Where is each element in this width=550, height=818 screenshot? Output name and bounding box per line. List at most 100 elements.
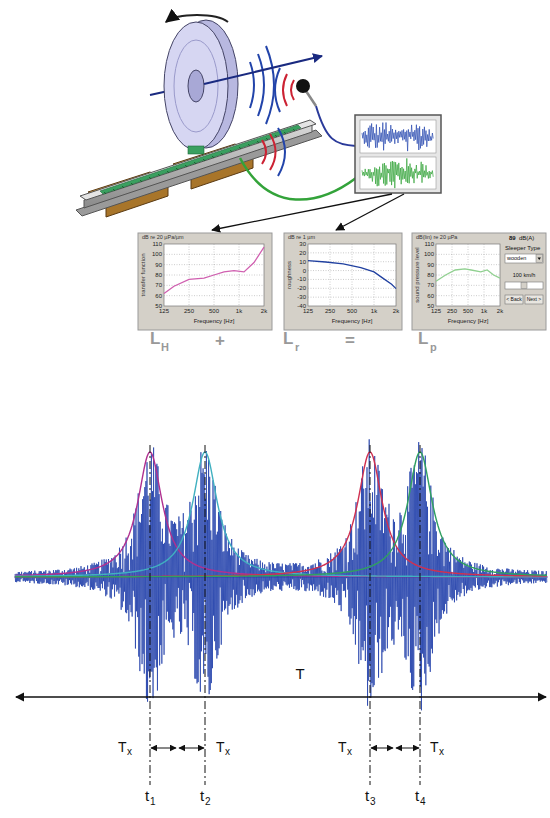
tick-label: 10 [299, 259, 306, 265]
tick-label: 70 [155, 282, 162, 288]
screen-waveforms [362, 123, 433, 189]
equation-term: H [161, 342, 169, 353]
grid-line [308, 252, 396, 253]
sensor-tick [131, 183, 133, 185]
sensor-tick [176, 168, 178, 170]
grid-line [484, 244, 485, 306]
tick-label: 500 [463, 308, 473, 314]
button [505, 295, 523, 304]
chart-panel: dB re 1 µm3020100-10-20-30-40roughness12… [284, 233, 402, 330]
dropdown-arrow [538, 258, 542, 261]
tick-label: 1k [371, 308, 377, 314]
tick-label: 125 [431, 308, 441, 314]
grid-line [189, 244, 190, 306]
control-label: Sleeper Type [505, 245, 540, 251]
dropdown-button [536, 255, 543, 263]
slider [505, 282, 543, 289]
axis-title: Frequency [Hz] [448, 318, 489, 324]
time-label: t [415, 788, 419, 803]
time-label: 1 [150, 797, 156, 807]
grid-line [468, 244, 469, 306]
grid-line [452, 244, 453, 306]
control-label: wooden [507, 256, 526, 262]
axis-unit: dB re 20 µPa/µm [142, 235, 184, 241]
interval-label: x [347, 747, 352, 757]
chart-panel: dB(lin) re 20 µPa1101009080706050sound p… [412, 233, 546, 330]
interval-label: T [118, 740, 127, 754]
tick-label: 100 [152, 251, 162, 257]
tick-label: 2k [261, 308, 267, 314]
envelope-curve [15, 452, 547, 577]
axis-title: transfer function [140, 253, 146, 296]
envelope-curve [15, 452, 547, 577]
interval-label: T [430, 740, 439, 754]
axis-unit: dB re 1 µm [288, 235, 315, 241]
tick-label: 500 [209, 308, 219, 314]
panel-frame [284, 233, 402, 330]
equation-term: L [283, 330, 293, 347]
signal-plot [14, 439, 548, 710]
period-label: T [295, 666, 304, 681]
sensor-tick [158, 174, 160, 176]
chart-panels [138, 233, 546, 330]
control-label: dB(A) [519, 235, 534, 241]
tick-label: 110 [152, 241, 162, 247]
interval-label: x [439, 747, 444, 757]
tick-label: -30 [297, 294, 306, 300]
control-label: 100 km/h [513, 273, 536, 279]
spectrum-curve [436, 269, 500, 281]
panel-frame [412, 233, 546, 330]
equation-term: r [295, 342, 299, 353]
time-label: 4 [420, 797, 426, 807]
tick-label: 70 [427, 282, 434, 288]
envelope-curve [15, 452, 547, 577]
interval-label: T [216, 740, 225, 754]
axis-title: sound pressure level [414, 247, 420, 302]
plot-area [164, 244, 264, 306]
sensor-tick [140, 180, 142, 182]
microphone [296, 79, 356, 146]
sensor-tick [275, 135, 277, 137]
sensor-tick [221, 153, 223, 155]
tick-label: 90 [155, 262, 162, 268]
envelope-curve [15, 452, 547, 577]
tick-label: 250 [447, 308, 457, 314]
pointer-arrows [212, 194, 404, 230]
slider-thumb [521, 283, 527, 289]
axis-title: Frequency [Hz] [332, 318, 373, 324]
noise-signal [15, 439, 547, 710]
sensor-tick [149, 177, 151, 179]
sensor-tick [212, 156, 214, 158]
tick-label: 100 [424, 251, 434, 257]
panel-frame [138, 233, 272, 330]
tick-label: 2k [497, 308, 503, 314]
time-label: 3 [370, 797, 376, 807]
grid-line [374, 244, 375, 306]
plot-area [436, 244, 500, 306]
grid-line [352, 244, 353, 306]
chart-panel: dB re 20 µPa/µm1101009080706050transfer … [138, 233, 272, 330]
sensor-tick [167, 171, 169, 173]
tick-label: 2k [393, 308, 399, 314]
tick-label: -10 [297, 276, 306, 282]
tick-label: -20 [297, 285, 306, 291]
tick-label: 125 [303, 308, 313, 314]
sensor-tick [203, 159, 205, 161]
axis-unit: dB(lin) re 20 µPa [416, 235, 457, 241]
grid-line [164, 295, 264, 296]
interval-label: x [225, 747, 230, 757]
control-label: Next > [527, 297, 542, 302]
equation-term: + [215, 332, 225, 349]
time-label: t [365, 788, 369, 803]
tick-label: 125 [159, 308, 169, 314]
tick-label: 90 [427, 262, 434, 268]
tick-label: 1k [481, 308, 487, 314]
tick-label: 60 [155, 293, 162, 299]
interval-label: T [338, 740, 347, 754]
sensor-tick [113, 189, 115, 191]
sensor-tick [239, 147, 241, 149]
sensor-tick [194, 162, 196, 164]
sensor-tick [104, 192, 106, 194]
waveform [362, 158, 433, 188]
screen [355, 115, 441, 193]
